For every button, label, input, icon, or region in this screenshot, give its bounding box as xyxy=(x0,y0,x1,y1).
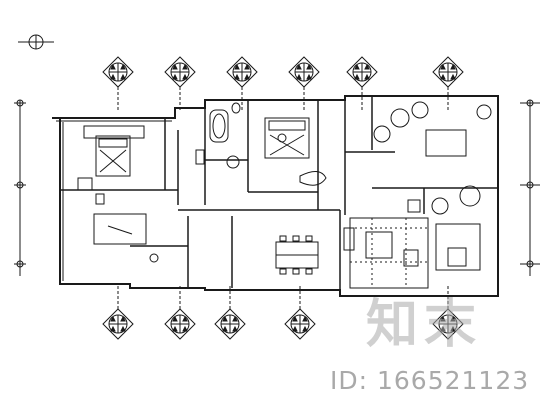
watermark-logo: 知末 xyxy=(366,295,483,355)
north-arrow-icon xyxy=(18,34,54,50)
dining-table xyxy=(275,235,319,275)
elevation-marker-icon xyxy=(432,56,464,110)
elevation-marker-icon xyxy=(226,56,258,110)
elevation-marker-icon xyxy=(284,286,316,340)
left-dimension-line xyxy=(14,99,26,276)
elevation-markers-top xyxy=(102,56,464,110)
right-dimension-line xyxy=(520,99,540,276)
elevation-marker-icon xyxy=(164,286,196,340)
elevation-marker-icon xyxy=(432,286,464,340)
interior-walls xyxy=(60,96,498,296)
bedroom-bed xyxy=(83,125,145,177)
watermark-id-value: 166521123 xyxy=(377,366,530,395)
elevation-marker-icon xyxy=(214,286,246,340)
watermark-id: ID: 166521123 xyxy=(330,366,529,395)
bathroom-fixtures xyxy=(195,102,241,169)
elevation-marker-icon xyxy=(164,56,196,110)
elevation-marker-icon xyxy=(102,56,134,110)
right-wing-furniture xyxy=(299,101,492,271)
elevation-marker-icon xyxy=(346,56,378,110)
elevation-marker-icon xyxy=(288,56,320,110)
master-bed xyxy=(264,117,310,159)
exterior-walls xyxy=(52,95,499,297)
elevation-marker-icon xyxy=(102,286,134,340)
living-area-rug xyxy=(343,217,429,289)
elevation-markers-bottom xyxy=(102,286,464,340)
watermark-id-label: ID: xyxy=(330,366,369,395)
study-desk xyxy=(77,177,159,263)
